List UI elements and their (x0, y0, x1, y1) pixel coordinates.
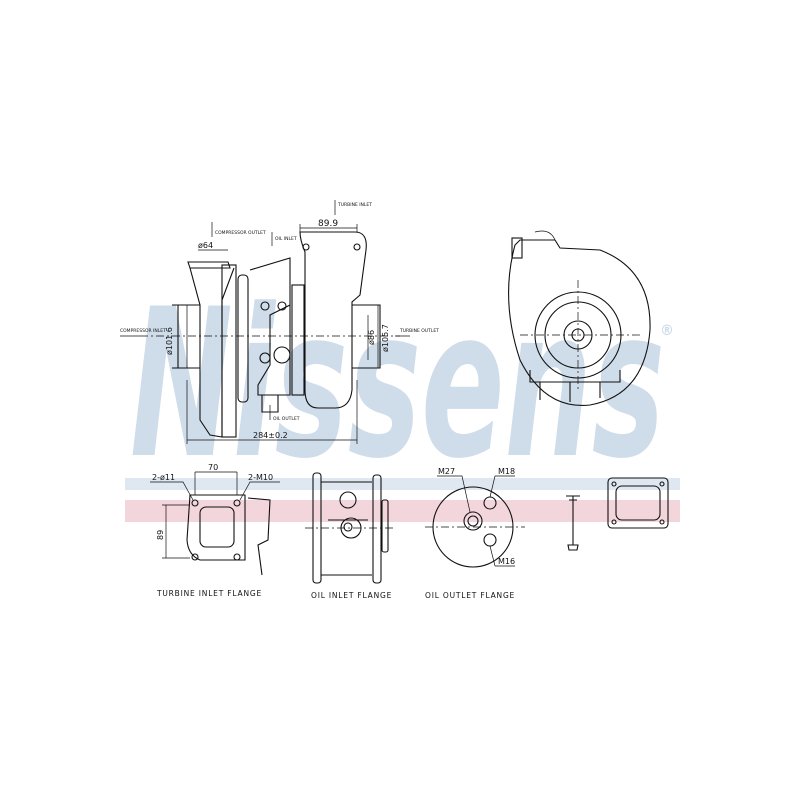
dim-flange-height: 89 (156, 530, 165, 540)
label-holes: 2-ø11 (152, 473, 175, 482)
bolt-part (566, 495, 580, 551)
oil-outlet-flange-view: M27 M18 M16 OIL OUTLET FLANGE (425, 467, 525, 600)
label-threads: 2-M10 (248, 473, 273, 482)
oil-outlet-flange-title: OIL OUTLET FLANGE (425, 591, 515, 600)
dim-flange-width: 70 (208, 463, 218, 472)
label-compressor-outlet: COMPRESSOR OUTLET (215, 230, 266, 236)
label-m16: M16 (498, 557, 515, 566)
oil-inlet-flange-title: OIL INLET FLANGE (311, 591, 392, 600)
label-m27: M27 (438, 467, 455, 476)
side-view: 89.9 ø64 284±0.2 ø101.6 ø86 ø105.7 TURBI… (120, 200, 439, 444)
watermark-band-blue (125, 478, 680, 490)
dim-turbine-outlet-inner: ø86 (367, 330, 376, 345)
turbine-inlet-flange-view: 70 89 2-ø11 2-M10 TURBINE INLET FLANGE (150, 463, 280, 598)
gasket-part (607, 477, 669, 529)
dim-turbine-outlet-outer: ø105.7 (381, 324, 390, 352)
label-m18: M18 (498, 467, 515, 476)
label-oil-outlet: OIL OUTLET (273, 416, 300, 422)
watermark-band-pink (125, 500, 680, 522)
dim-compressor-outlet: ø64 (198, 241, 213, 250)
front-view (508, 230, 651, 406)
label-oil-inlet: OIL INLET (275, 236, 297, 242)
nissens-watermark: Nissens (130, 266, 665, 504)
turbine-inlet-flange-title: TURBINE INLET FLANGE (156, 589, 262, 598)
dim-turbine-inlet: 89.9 (318, 219, 338, 229)
dim-length: 284±0.2 (253, 431, 288, 440)
label-turbine-outlet: TURBINE OUTLET (399, 328, 439, 334)
label-compressor-inlet: COMPRESSOR INLET (120, 328, 166, 334)
registered-mark: ® (660, 323, 674, 339)
oil-inlet-flange-view: OIL INLET FLANGE (305, 472, 395, 600)
label-turbine-inlet: TURBINE INLET (337, 202, 372, 208)
dim-compressor-inlet: ø101.6 (165, 327, 174, 355)
